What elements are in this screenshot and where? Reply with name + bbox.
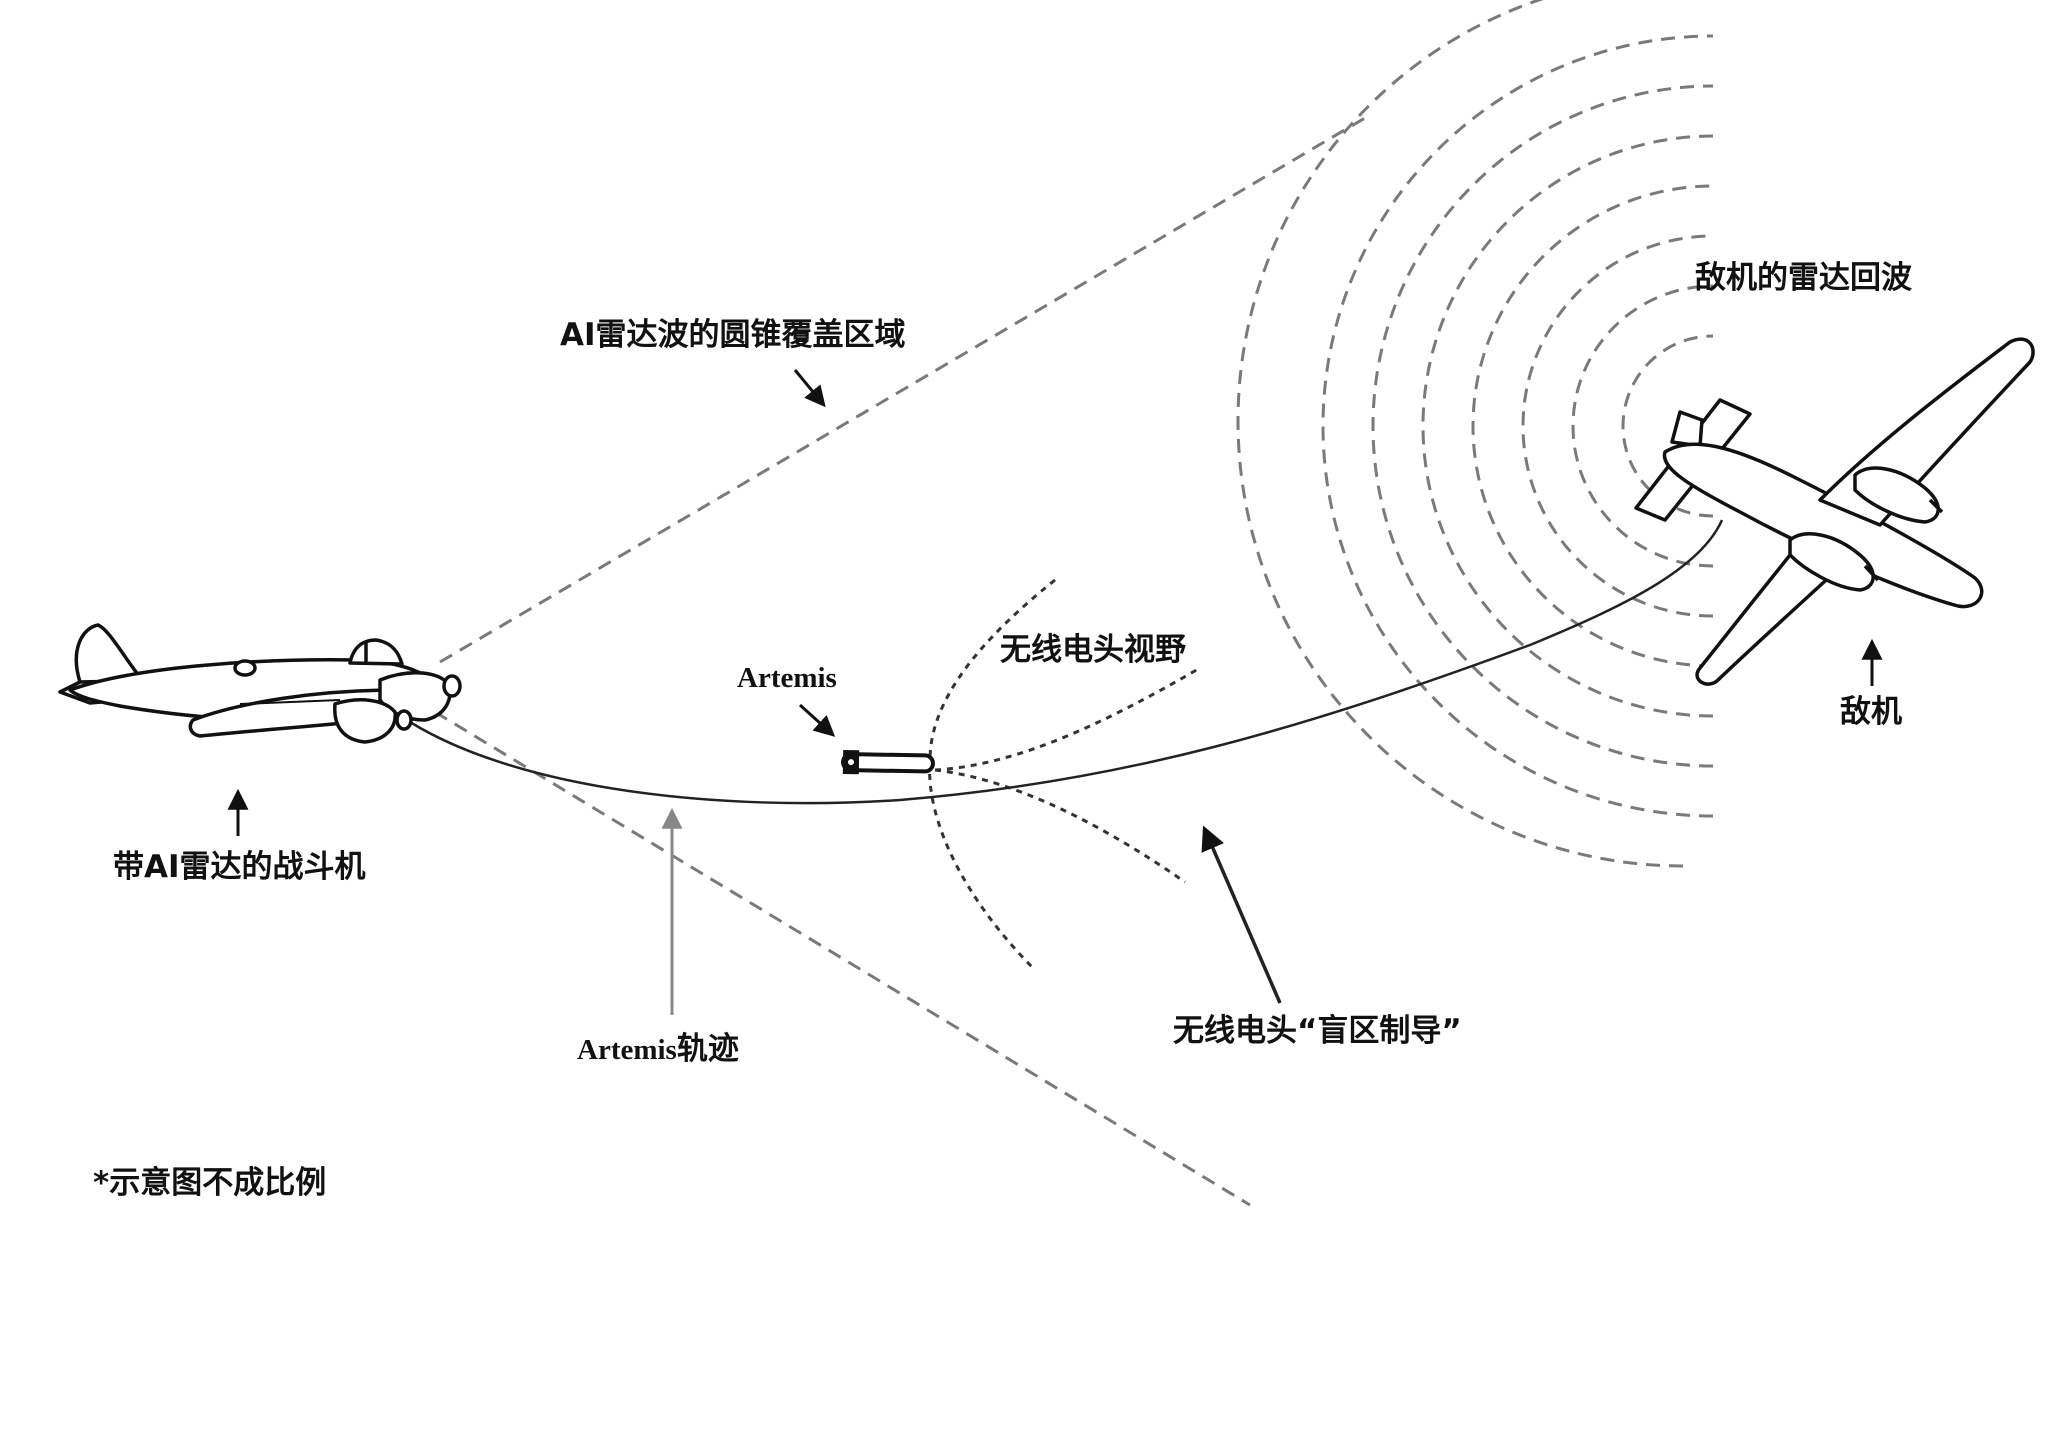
enemy-plane-label: 敌机 <box>1840 694 1902 730</box>
blind-guidance-label-arrow <box>1201 825 1282 1004</box>
radar-cone <box>434 116 1366 1207</box>
enemy-echo-label: 敌机的雷达回波 <box>1695 260 1912 296</box>
radio-head-field-of-view <box>928 578 1201 972</box>
fighter-canopy <box>348 638 404 666</box>
radar-cone-upper-edge <box>439 116 1366 664</box>
fighter-label: 带AI雷达的战斗机 <box>113 849 366 885</box>
enemy-fuselage <box>1662 442 1984 609</box>
radio-head-view-label: 无线电头视野 <box>1000 632 1186 668</box>
radar-echo-arcs <box>1236 0 1714 868</box>
fighter-lower-engine <box>333 698 397 744</box>
radar-cone-lower-edge <box>434 710 1251 1207</box>
fighter-plane-icon <box>58 623 462 744</box>
trajectory-label-prefix: Artemis <box>577 1034 677 1066</box>
artemis-label-arrow <box>798 703 836 737</box>
enemy-wing-lower <box>1695 538 1850 686</box>
artemis-label: Artemis <box>737 662 837 694</box>
radar-cone-label: AI雷达波的圆锥覆盖区域 <box>560 317 906 353</box>
trajectory-label: Artemis轨迹 <box>577 1034 739 1065</box>
radar-cone-label-arrow <box>793 369 826 408</box>
trajectory-label-suffix: 轨迹 <box>676 1031 739 1067</box>
artemis-missile-icon <box>840 750 935 775</box>
enemy-engine-upper <box>1853 466 1940 524</box>
enemy-tail-fin <box>1670 410 1704 448</box>
fighter-roundel <box>233 659 257 677</box>
fighter-spinner <box>442 674 462 698</box>
fighter-lower-spinner <box>395 709 413 731</box>
artemis-trajectory <box>409 519 1724 805</box>
not-to-scale-note: *示意图不成比例 <box>93 1165 327 1201</box>
enemy-plane-icon <box>1634 337 2035 686</box>
blind-guidance-label: 无线电头“盲区制导” <box>1173 1013 1462 1049</box>
enemy-engine-lower <box>1788 532 1875 592</box>
